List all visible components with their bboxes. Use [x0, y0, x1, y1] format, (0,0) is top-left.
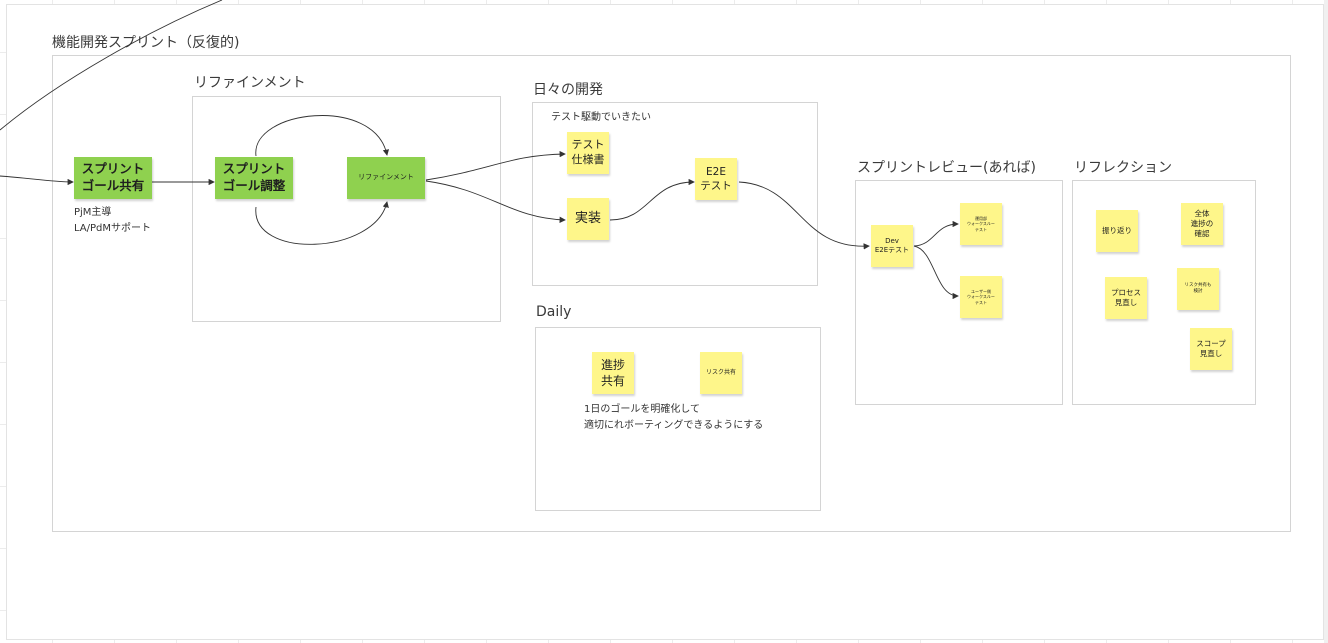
daily-note: 1日のゴールを明確化して 適切にれボーティングできるようにする [584, 404, 764, 431]
sprint-review-title: スプリントレビュー(あれば) [857, 160, 1036, 176]
sprint-goal-share-card[interactable]: スプリント ゴール共有 [74, 157, 152, 199]
reflection-title: リフレクション [1074, 160, 1172, 176]
dev-e2e-test-sticky[interactable]: Dev E2Eテスト [871, 225, 913, 267]
progress-share-sticky[interactable]: 進捗 共有 [592, 352, 634, 394]
user-walkthrough-sticky[interactable]: ユーザー側 ウォークスルー テスト [960, 276, 1002, 318]
refinement-frame[interactable] [192, 96, 501, 322]
process-review-sticky[interactable]: プロセス 見直し [1105, 277, 1147, 319]
risk-share-sticky[interactable]: リスク共有 [700, 352, 742, 394]
arrow-adjust-loop-bottom [255, 201, 389, 245]
goal-share-owner-note: PjM主導 LA/PdMサポート [74, 207, 152, 234]
vertical-scrollbar[interactable] [1324, 0, 1328, 643]
arrow-e2e-to-dev-e2e [738, 181, 870, 250]
overall-progress-sticky[interactable]: 全体 進捗の 確認 [1181, 203, 1223, 245]
daily-title: Daily [536, 304, 572, 320]
arrow-into-goal-share [0, 175, 74, 186]
risk-review-sticky[interactable]: リスク共有も 検討 [1177, 268, 1219, 310]
arrow-dev-e2e-to-review-bottom [913, 245, 959, 300]
daily-dev-frame[interactable] [532, 102, 818, 286]
scope-review-sticky[interactable]: スコープ 見直し [1190, 328, 1232, 370]
refinement-title: リファインメント [194, 75, 306, 91]
arrow-adjust-loop-top [255, 115, 390, 157]
sprint-frame-title: 機能開発スプリント（反復的) [52, 35, 240, 51]
arrow-dev-e2e-to-review-top [913, 220, 959, 247]
e2e-test-sticky[interactable]: E2E テスト [695, 158, 737, 200]
sprint-review-frame[interactable] [855, 180, 1063, 405]
refinement-card[interactable]: リファインメント [347, 157, 425, 199]
test-spec-sticky[interactable]: テスト 仕様書 [567, 132, 609, 174]
daily-dev-subtitle: テスト駆動でいきたい [551, 112, 651, 123]
ops-walkthrough-sticky[interactable]: 運用部 ウォークスルー テスト [960, 203, 1002, 245]
daily-dev-title: 日々の開発 [533, 82, 603, 98]
look-back-sticky[interactable]: 振り返り [1096, 210, 1138, 252]
implementation-sticky[interactable]: 実装 [567, 198, 609, 240]
daily-frame[interactable] [535, 327, 821, 511]
arrow-refine-to-impl [425, 180, 566, 223]
arrow-refine-to-spec [425, 150, 566, 181]
curve-top-left [0, 0, 223, 131]
arrow-impl-to-e2e [609, 178, 695, 221]
sprint-goal-adjust-card[interactable]: スプリント ゴール調整 [215, 157, 293, 199]
